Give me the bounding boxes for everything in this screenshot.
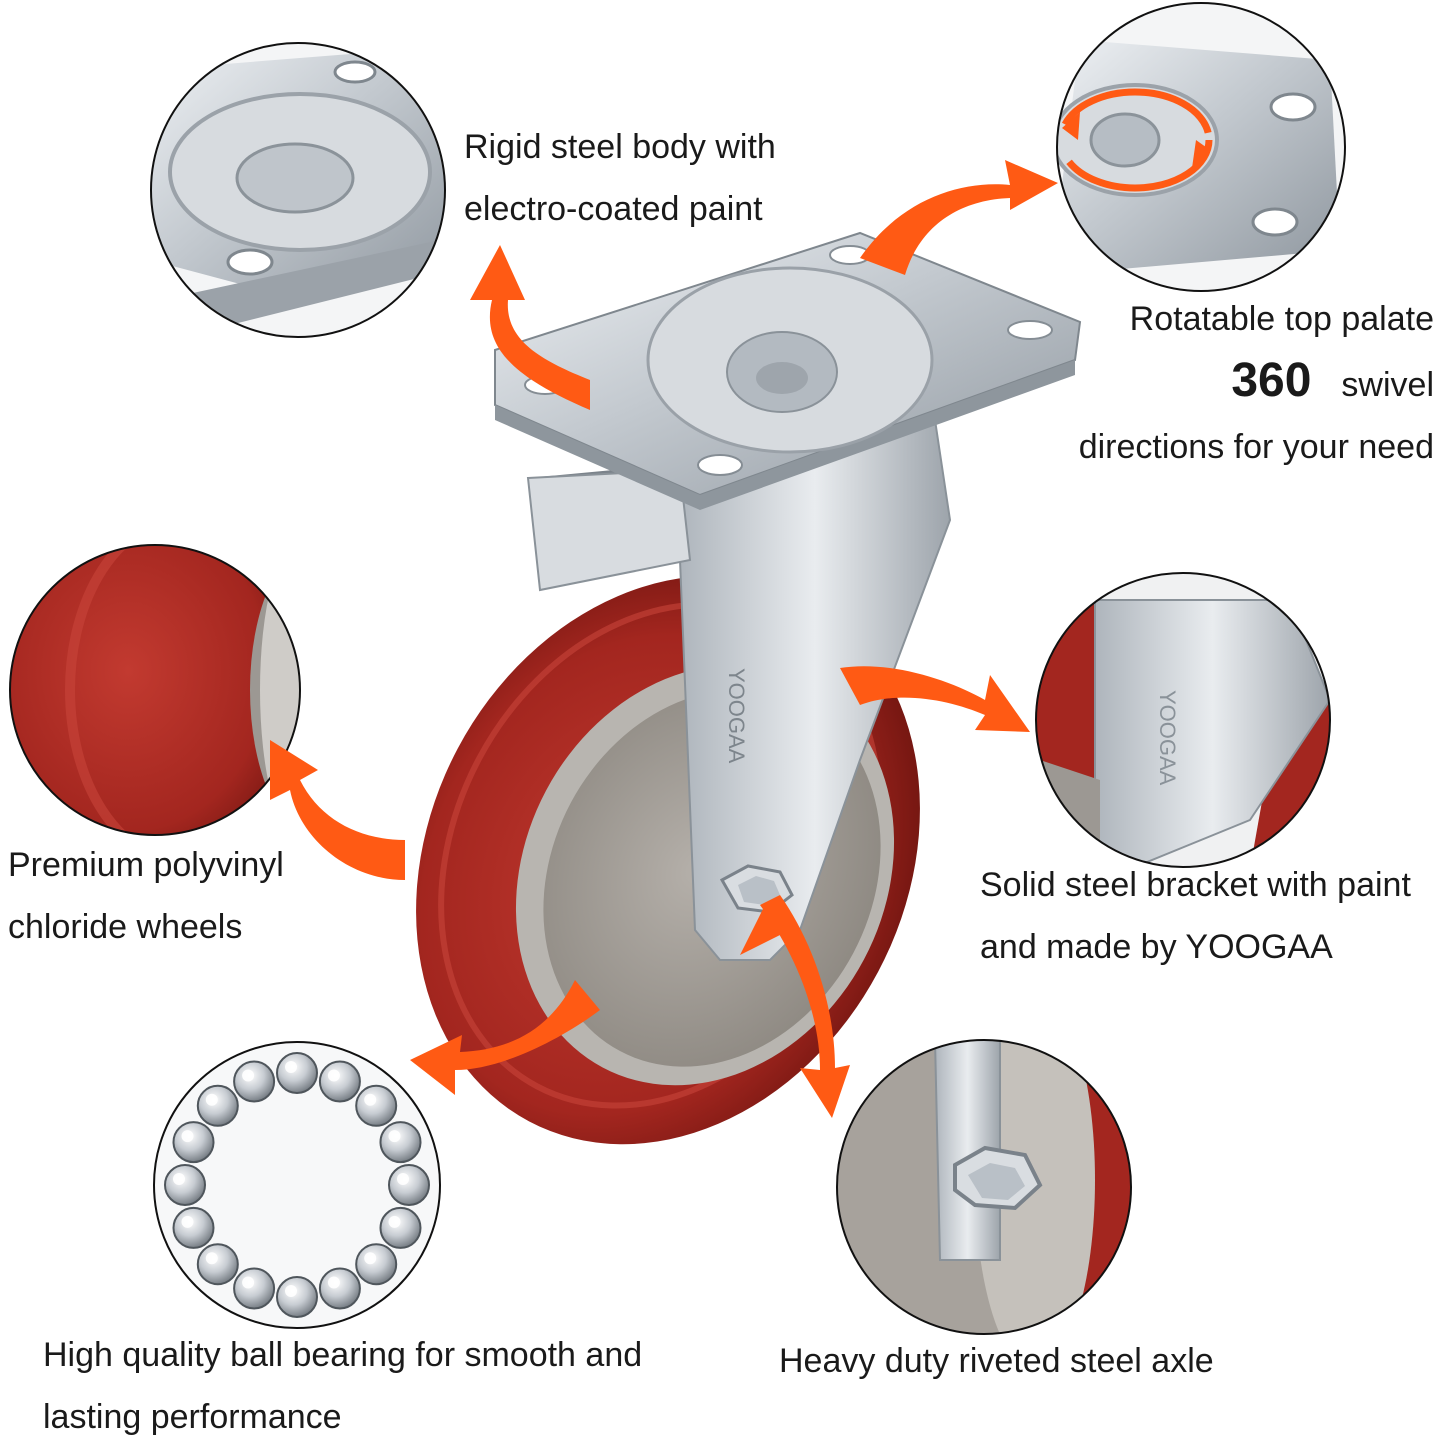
detail-circle-bearing (154, 1042, 440, 1328)
ball-highlight (181, 1130, 194, 1143)
kingpin-rivet (756, 362, 808, 394)
caption-axle: Heavy duty riveted steel axle (779, 1330, 1214, 1392)
detail-circle-top-plate (151, 43, 445, 337)
detail-circle-border (9, 544, 301, 836)
ball-highlight (285, 1285, 297, 1297)
swivel-degrees: 360 (1231, 354, 1312, 407)
ball-highlight (388, 1215, 401, 1228)
caption-wheels: Premium polyvinyl chloride wheels (8, 834, 284, 958)
detail-circle-axle (837, 1040, 1131, 1334)
ball-bearing (355, 1084, 398, 1127)
main-caster: YOOGAA (416, 231, 1082, 1145)
caption-rigid-body: Rigid steel body with electro-coated pai… (464, 116, 776, 240)
caption-rotatable: Rotatable top palate 360 swivel direction… (1079, 288, 1434, 478)
yoogaa-logo-mark: YOOGAA (724, 668, 749, 764)
ball-highlight (364, 1252, 377, 1265)
caption-line: directions for your need (1078, 428, 1434, 466)
ball-bearing (276, 1276, 318, 1318)
ball-highlight (181, 1215, 194, 1228)
detail-circle-border (1035, 572, 1331, 868)
ball-bearing (196, 1243, 239, 1286)
ball-bearing (379, 1206, 422, 1249)
ball-bearing (276, 1052, 318, 1094)
ball-highlight (397, 1173, 409, 1185)
detail-circle-border (1056, 2, 1346, 292)
ball-highlight (364, 1093, 377, 1106)
swivel-arrow-icon (1057, 88, 1213, 192)
ball-bearing (355, 1243, 398, 1286)
ball-highlight (205, 1093, 218, 1106)
caption-line: lasting performance (43, 1398, 342, 1436)
caption-line: electro-coated paint (464, 190, 763, 228)
ball-bearing (388, 1164, 430, 1206)
caption-line: chloride wheels (8, 908, 243, 946)
yoogaa-logo-text: YOOGAA (724, 668, 749, 764)
caption-word: swivel (1341, 366, 1434, 404)
caption-bearing: High quality ball bearing for smooth and… (43, 1324, 642, 1448)
top-plate-edge (495, 360, 1075, 510)
caption-line: Rigid steel body with (464, 128, 776, 166)
ball-highlight (285, 1061, 297, 1073)
ball-highlight (242, 1069, 255, 1082)
ball-bearing (172, 1206, 215, 1249)
caption-line: Rotatable top palate (1129, 300, 1434, 338)
caption-bracket: Solid steel bracket with paint and made … (980, 854, 1411, 978)
ball-bearing (379, 1121, 422, 1164)
plate-hole (1007, 320, 1053, 340)
ball-highlight (173, 1173, 185, 1185)
bracket-fork (679, 418, 952, 961)
caption-line: and made by YOOGAA (980, 928, 1333, 966)
detail-circle-border (150, 42, 446, 338)
detail-circle-border (153, 1041, 441, 1329)
detail-circle-swivel (1057, 3, 1345, 291)
caption-line: Premium polyvinyl (8, 846, 284, 884)
ball-highlight (388, 1130, 401, 1143)
curved-arrow-icon (270, 160, 1058, 1118)
ball-bearing (196, 1084, 239, 1127)
ball-highlight (327, 1276, 340, 1289)
caption-line-swivel: 360 swivel (1079, 350, 1434, 416)
caption-line: Solid steel bracket with paint (980, 866, 1411, 904)
ball-highlight (327, 1069, 340, 1082)
caption-line: Heavy duty riveted steel axle (779, 1342, 1214, 1380)
ball-highlight (205, 1252, 218, 1265)
plate-hole (697, 454, 743, 476)
ball-bearing (318, 1267, 361, 1310)
yoogaa-logo-text: YOOGAA (1155, 690, 1180, 786)
ball-bearing (172, 1121, 215, 1164)
ball-highlight (242, 1276, 255, 1289)
ball-bearing (164, 1164, 206, 1206)
ball-bearing (233, 1060, 276, 1103)
caption-line: High quality ball bearing for smooth and (43, 1336, 643, 1374)
ball-bearing (318, 1060, 361, 1103)
ball-bearing (233, 1267, 276, 1310)
detail-circle-border (836, 1039, 1132, 1335)
